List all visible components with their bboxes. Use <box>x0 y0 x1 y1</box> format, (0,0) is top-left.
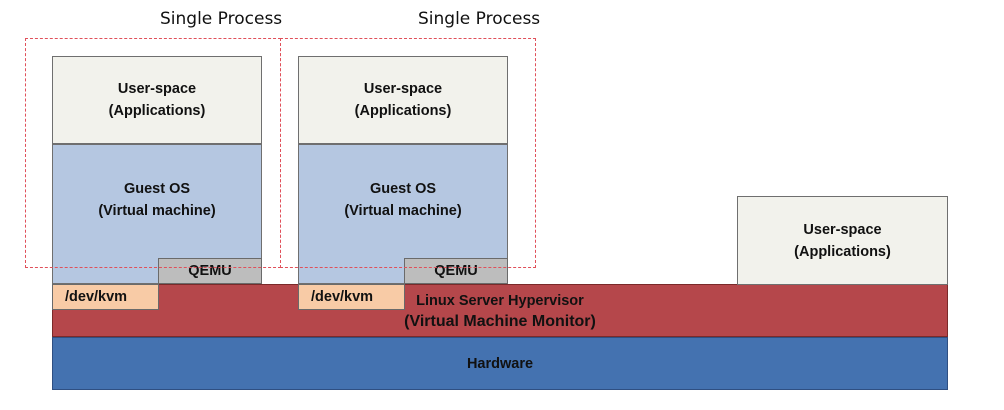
vm1-guest-os: Guest OS (Virtual machine) <box>52 144 262 284</box>
vm1-userspace-subtitle: (Applications) <box>108 103 206 119</box>
vm1-kvm-label: /dev/kvm <box>65 289 128 305</box>
vm1-qemu-label: QEMU <box>188 263 232 279</box>
vm1-guest-subtitle: (Virtual machine) <box>98 203 216 219</box>
vm2-guest-subtitle: (Virtual machine) <box>344 203 462 219</box>
process-title-2: Single Process <box>418 9 541 29</box>
hypervisor-layer: Linux Server Hypervisor (Virtual Machine… <box>52 284 948 337</box>
vm2-userspace: User-space (Applications) <box>298 56 508 144</box>
vm1-qemu: QEMU <box>158 258 262 284</box>
vm1-dev-kvm: /dev/kvm <box>52 284 159 310</box>
vm2-qemu: QEMU <box>404 258 508 284</box>
vm2-guest-os: Guest OS (Virtual machine) <box>298 144 508 284</box>
hardware-layer: Hardware <box>52 337 948 390</box>
vm2-userspace-subtitle: (Applications) <box>354 103 452 119</box>
vm2-qemu-label: QEMU <box>434 263 478 279</box>
vm2-dev-kvm: /dev/kvm <box>298 284 405 310</box>
vm1-userspace-title: User-space <box>117 81 197 97</box>
host-userspace-title: User-space <box>803 221 882 238</box>
hypervisor-title: Linux Server Hypervisor <box>416 293 584 309</box>
host-userspace-subtitle: (Applications) <box>794 243 891 260</box>
vm1-guest-title: Guest OS <box>123 181 191 197</box>
vm2-userspace-title: User-space <box>363 81 443 97</box>
process-title-1: Single Process <box>160 9 283 29</box>
vm2-kvm-label: /dev/kvm <box>311 289 374 305</box>
vm1-userspace: User-space (Applications) <box>52 56 262 144</box>
host-userspace: User-space (Applications) <box>737 196 948 285</box>
vm2-guest-title: Guest OS <box>369 181 437 197</box>
hypervisor-subtitle: (Virtual Machine Monitor) <box>404 313 596 330</box>
hardware-label: Hardware <box>466 355 534 372</box>
